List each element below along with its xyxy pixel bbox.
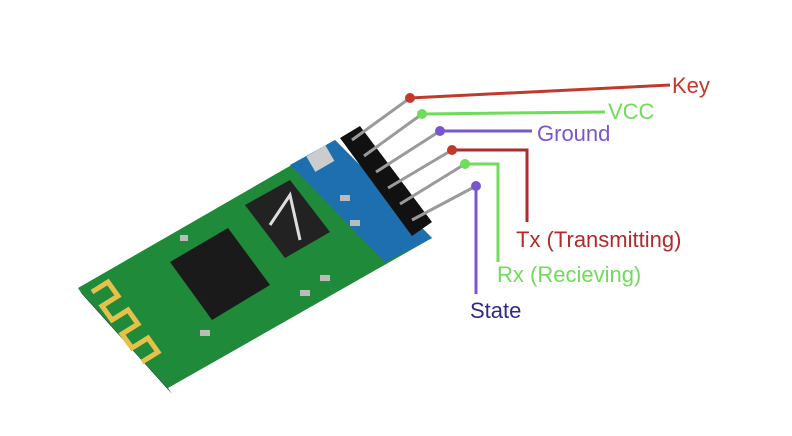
- vcc-leader-line: [421, 110, 606, 116]
- tx-pin-dot: [447, 145, 457, 155]
- ground-pin-dot: [435, 126, 445, 136]
- label-key: Key: [672, 73, 710, 98]
- key-pin-dot: [405, 93, 415, 103]
- smd-components: [180, 195, 360, 336]
- label-ground: Ground: [537, 121, 611, 146]
- state-pin-dot: [471, 181, 481, 191]
- antenna-trace: [90, 278, 162, 365]
- chip-flash: [245, 180, 330, 258]
- vcc-pin-dot: [417, 109, 427, 119]
- header-pins: [351, 96, 477, 222]
- label-vcc: VCC: [608, 99, 655, 124]
- label-tx: Tx (Transmitting): [516, 227, 682, 252]
- label-state: State: [470, 298, 522, 323]
- tx-leader-line: [452, 148, 529, 222]
- rx-leader-line: [465, 162, 500, 262]
- chip-main: [170, 228, 270, 320]
- rx-pin-dot: [460, 159, 470, 169]
- key-leader-line: [409, 83, 671, 100]
- pin-header: [340, 126, 432, 236]
- bluetooth-module-board: [78, 126, 432, 394]
- label-rx: Rx (Recieving): [497, 262, 642, 287]
- pin-dots: [405, 93, 481, 191]
- chip-logo: [268, 191, 302, 241]
- button: [306, 145, 335, 172]
